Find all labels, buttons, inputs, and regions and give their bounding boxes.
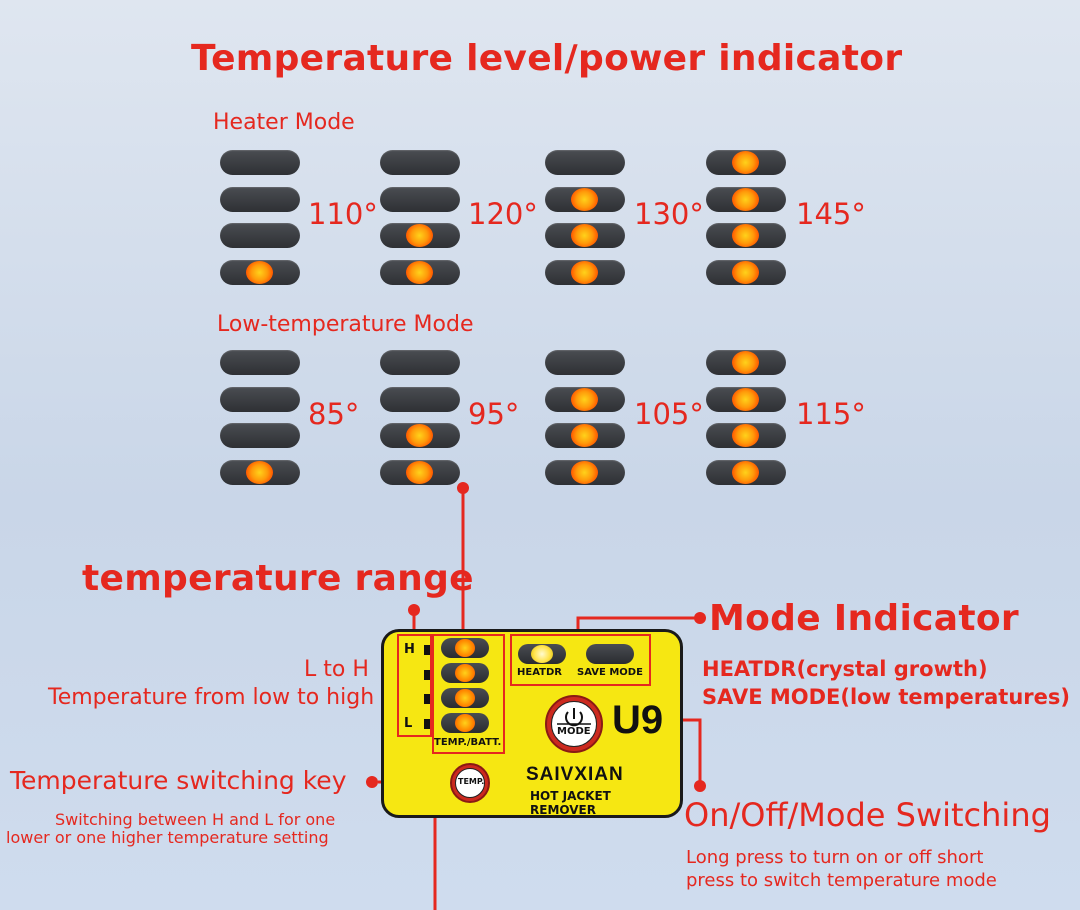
power-icon <box>556 707 591 726</box>
temp-switch-title: Temperature switching key <box>10 766 347 795</box>
device-panel: H L TEMP./BATT. HEATDR SAVE MODE MODE U9… <box>381 629 683 818</box>
level-mark <box>424 719 430 729</box>
mode-indicator-line2: SAVE MODE(low temperatures) <box>702 685 1070 709</box>
low-temp-temp-label-4: 115° <box>796 397 866 431</box>
indicator-led <box>545 350 625 375</box>
page-title: Temperature level/power indicator <box>191 38 903 79</box>
heater-temp-label-2: 120° <box>468 197 538 231</box>
brand-logo: SAIVXIAN <box>526 764 624 785</box>
indicator-led <box>220 460 300 485</box>
mode-button[interactable]: MODE <box>545 695 603 753</box>
onoff-title: On/Off/Mode Switching <box>684 796 1051 834</box>
indicator-led <box>545 460 625 485</box>
mode-indicator-title: Mode Indicator <box>709 598 1019 639</box>
range-box <box>397 634 432 737</box>
onoff-desc2: press to switch temperature mode <box>686 870 997 891</box>
device-level-led <box>441 638 489 658</box>
temp-switch-desc2: lower or one higher temperature setting <box>6 828 329 847</box>
low-temp-temp-label-3: 105° <box>634 397 704 431</box>
l-to-h-label: L to H <box>304 657 369 682</box>
temp-batt-box <box>432 634 505 754</box>
low-temp-temp-label-1: 85° <box>308 397 360 431</box>
mode-box <box>510 634 651 686</box>
heatdr-led <box>518 644 566 664</box>
model-label: U9 <box>612 698 664 742</box>
indicator-led <box>220 260 300 285</box>
heatdr-label: HEATDR <box>517 667 562 678</box>
device-level-led <box>441 688 489 708</box>
indicator-led <box>380 223 460 248</box>
temperature-range-desc: Temperature from low to high <box>48 685 375 710</box>
onoff-desc1: Long press to turn on or off short <box>686 847 984 868</box>
indicator-led <box>545 387 625 412</box>
product-name: HOT JACKET REMOVER <box>530 789 611 817</box>
device-level-led <box>441 713 489 733</box>
indicator-led <box>380 387 460 412</box>
indicator-led <box>220 423 300 448</box>
h-label: H <box>404 642 415 657</box>
indicator-led <box>706 187 786 212</box>
indicator-led <box>220 150 300 175</box>
low-temp-temp-label-2: 95° <box>468 397 520 431</box>
indicator-led <box>220 350 300 375</box>
save-mode-led <box>586 644 634 664</box>
indicator-led <box>545 150 625 175</box>
mode-button-label: MODE <box>557 726 591 737</box>
temp-switch-desc1: Switching between H and L for one <box>55 810 336 829</box>
indicator-led <box>706 223 786 248</box>
indicator-led <box>545 223 625 248</box>
indicator-led <box>706 387 786 412</box>
level-mark <box>424 645 430 655</box>
device-level-led <box>441 663 489 683</box>
heater-temp-label-1: 110° <box>308 197 378 231</box>
indicator-led <box>380 460 460 485</box>
indicator-led <box>545 260 625 285</box>
indicator-led <box>220 223 300 248</box>
indicator-led <box>380 260 460 285</box>
indicator-led <box>706 423 786 448</box>
indicator-led <box>706 350 786 375</box>
l-label: L <box>404 716 413 731</box>
indicator-led <box>380 350 460 375</box>
save-mode-label: SAVE MODE <box>577 667 643 678</box>
indicator-led <box>380 423 460 448</box>
level-mark <box>424 694 430 704</box>
indicator-led <box>380 187 460 212</box>
temp-button[interactable]: TEMP. <box>450 763 490 803</box>
indicator-led <box>545 187 625 212</box>
indicator-led <box>380 150 460 175</box>
temp-batt-label: TEMP./BATT. <box>434 737 502 748</box>
temp-button-label: TEMP. <box>458 777 485 786</box>
level-mark <box>424 670 430 680</box>
indicator-led <box>220 387 300 412</box>
heater-temp-label-3: 130° <box>634 197 704 231</box>
indicator-led <box>545 423 625 448</box>
heater-temp-label-4: 145° <box>796 197 866 231</box>
indicator-led <box>706 460 786 485</box>
temperature-range-title: temperature range <box>82 558 474 599</box>
indicator-led <box>220 187 300 212</box>
low-temp-mode-label: Low-temperature Mode <box>217 312 474 337</box>
heater-mode-label: Heater Mode <box>213 110 355 135</box>
mode-indicator-line1: HEATDR(crystal growth) <box>702 657 988 681</box>
indicator-led <box>706 150 786 175</box>
indicator-led <box>706 260 786 285</box>
